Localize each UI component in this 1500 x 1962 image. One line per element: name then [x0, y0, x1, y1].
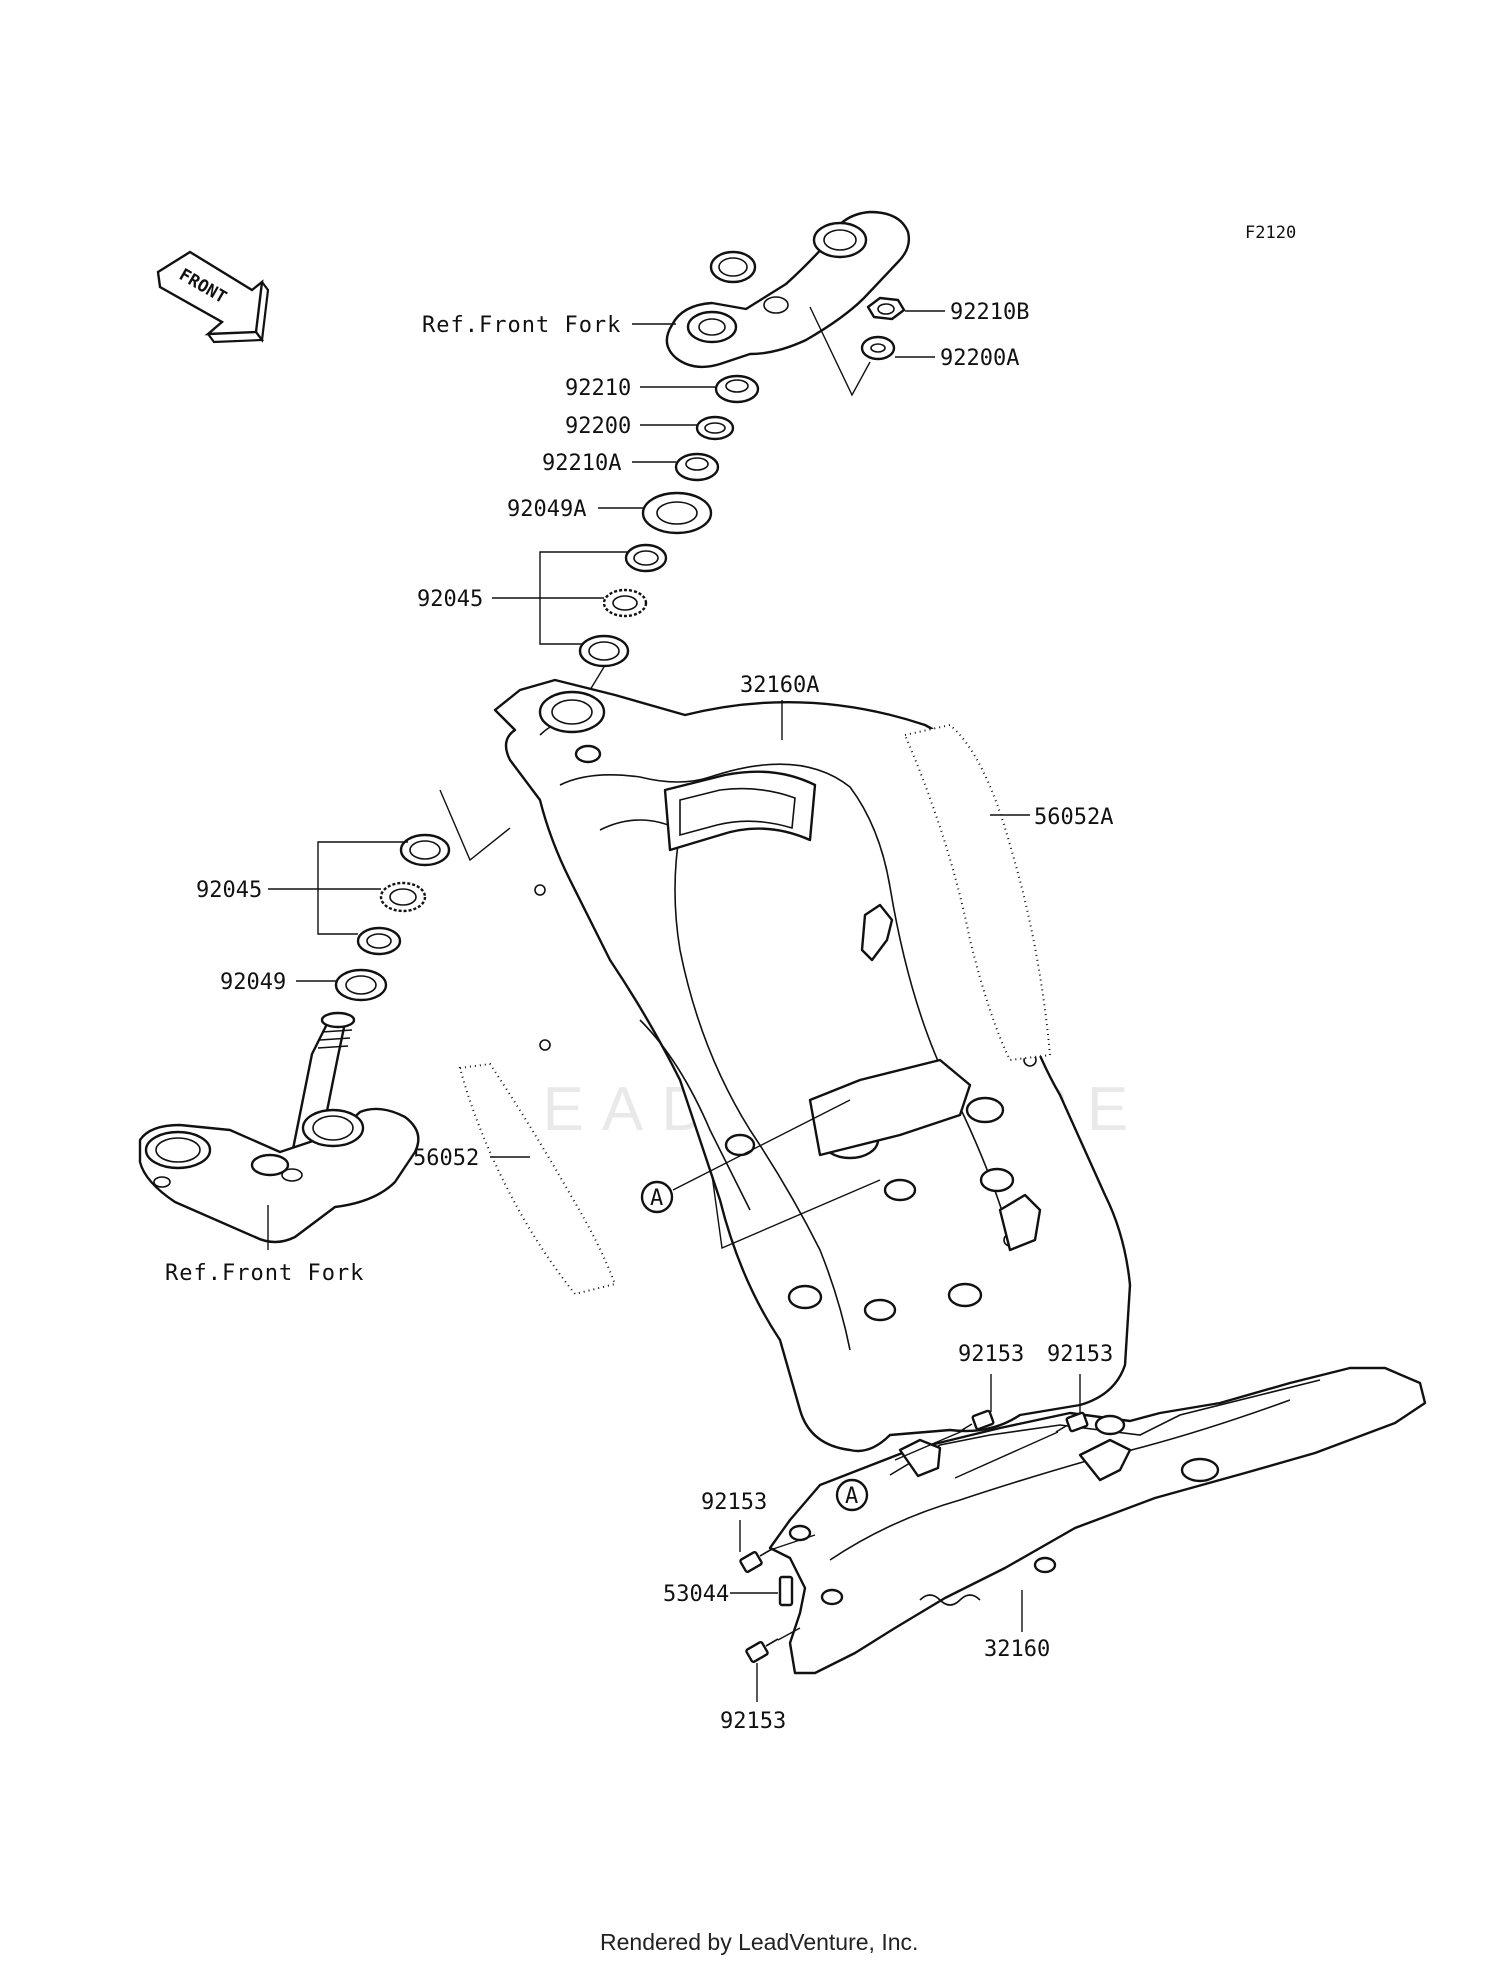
- label-92153-top-left: 92153: [958, 1342, 1024, 1367]
- label-92045-upper: 92045: [417, 587, 483, 612]
- label-92153-left: 92153: [701, 1490, 767, 1515]
- label-56052: 56052: [413, 1146, 479, 1171]
- bolt-92153-left-icon: [739, 1548, 773, 1574]
- label-92210B: 92210B: [950, 300, 1029, 325]
- bolt-92153-bottom-icon: [745, 1638, 779, 1664]
- callout-a-frame: [640, 1180, 674, 1214]
- front-arrow-icon: FRONT: [156, 250, 270, 344]
- footer-credit: Rendered by LeadVenture, Inc.: [600, 1929, 918, 1955]
- callout-a-subframe-label: A: [845, 1484, 858, 1509]
- callout-a-frame-label: A: [650, 1186, 663, 1211]
- label-ref-front-fork-bottom: Ref.Front Fork: [165, 1261, 364, 1286]
- sheet-56052-icon: [458, 1062, 617, 1296]
- label-53044: 53044: [663, 1582, 729, 1607]
- bearing-92045-upper-icon: [578, 543, 668, 668]
- label-92153-top-right: 92153: [1047, 1342, 1113, 1367]
- bolt-92153-top-left-icon: [961, 1409, 995, 1431]
- label-92200A: 92200A: [940, 346, 1019, 371]
- washer-92200-icon: [695, 415, 735, 441]
- label-32160A: 32160A: [740, 673, 819, 698]
- label-ref-front-fork-top: Ref.Front Fork: [422, 313, 621, 338]
- label-92210A: 92210A: [542, 451, 621, 476]
- label-92049A: 92049A: [507, 497, 586, 522]
- label-56052A: 56052A: [1034, 805, 1113, 830]
- dowel-53044-icon: [778, 1575, 794, 1607]
- seal-92049A-icon: [641, 491, 713, 535]
- bolt-92153-top-right-icon: [1055, 1411, 1089, 1433]
- upper-steering-clamp: [665, 210, 911, 369]
- label-92153-bottom: 92153: [720, 1709, 786, 1734]
- locknut-92210-icon: [714, 374, 760, 404]
- label-92200: 92200: [565, 414, 631, 439]
- main-frame-32160A: [493, 678, 1132, 1453]
- seal-92049-icon: [334, 968, 388, 1002]
- sheet-56052A-icon: [903, 723, 1052, 1062]
- diagram-code: F2120: [1245, 223, 1296, 243]
- washer-92200A-icon: [860, 335, 896, 361]
- label-32160: 32160: [984, 1637, 1050, 1662]
- label-92210: 92210: [565, 376, 631, 401]
- callout-a-subframe: [835, 1478, 869, 1512]
- label-92049: 92049: [220, 970, 286, 995]
- bearing-92045-lower-icon: [356, 833, 451, 956]
- nut-92210B-icon: [866, 296, 906, 321]
- sub-frame-32160: [768, 1366, 1427, 1675]
- label-92045-lower: 92045: [196, 878, 262, 903]
- locknut-92210A-icon: [674, 452, 720, 482]
- lower-steering-clamp: [138, 1011, 420, 1244]
